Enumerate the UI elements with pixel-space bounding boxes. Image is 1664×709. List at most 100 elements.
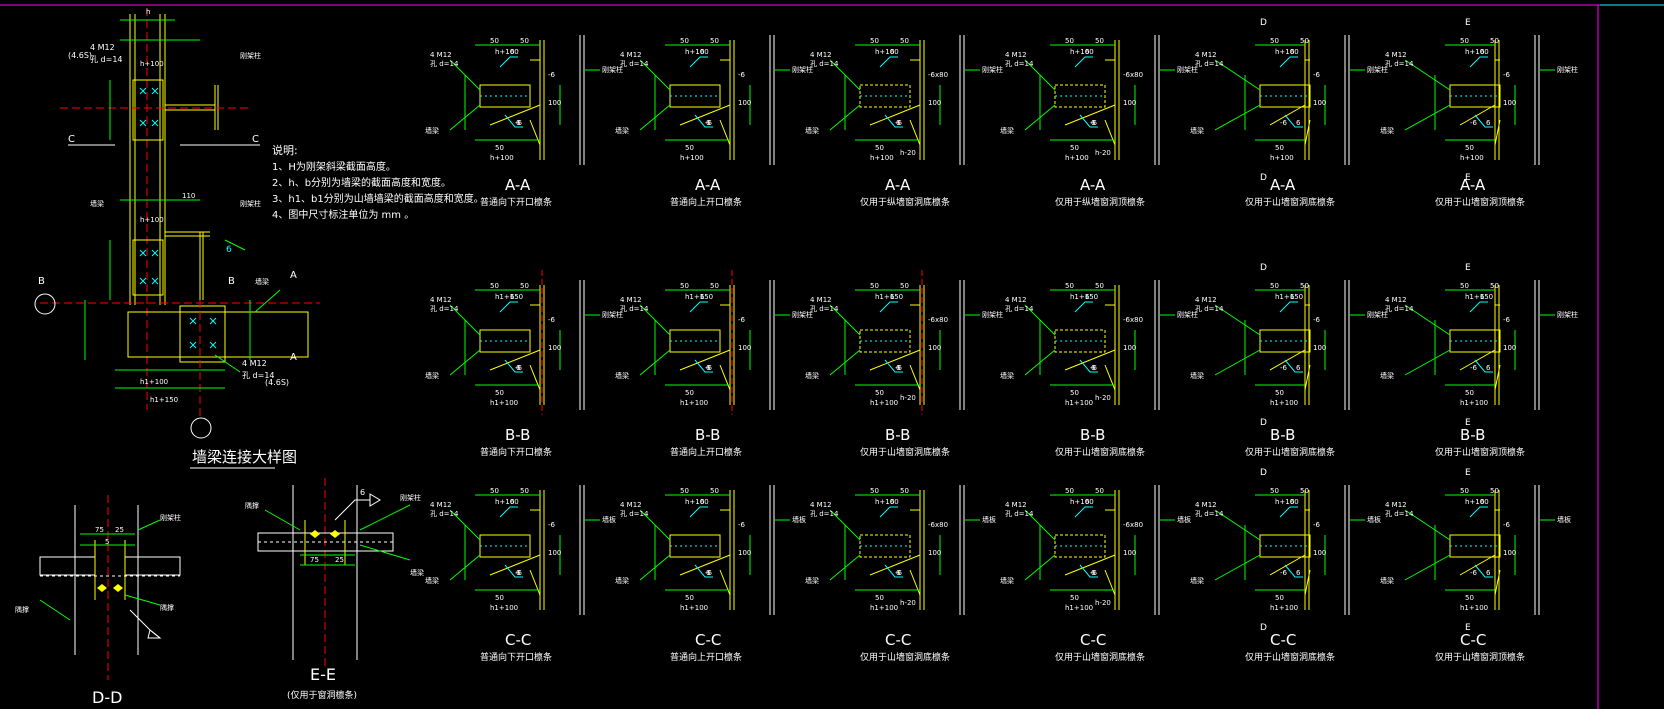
dim-100: 100 xyxy=(1503,344,1516,352)
plate-label: -6 xyxy=(1090,569,1098,577)
section-caption: 普通向上开口檩条 xyxy=(670,446,742,458)
member-label: 刚架柱 xyxy=(982,65,1003,74)
axis-d: D xyxy=(1260,623,1267,633)
ee-label-brace: 隅撑 xyxy=(245,501,259,510)
weld-label: 6 xyxy=(1296,364,1301,372)
plate-label: -6 xyxy=(1503,316,1511,324)
dim-h-minus-20: h-20 xyxy=(900,394,916,402)
ref-label-top: (4.6S) xyxy=(68,51,92,60)
weld-label: 6 xyxy=(510,48,515,56)
section-title-bb: B-B xyxy=(1270,426,1295,444)
section-title-dd: D-D xyxy=(92,688,122,707)
dim-100: 100 xyxy=(1313,99,1326,107)
dim-50: 50 xyxy=(875,594,884,602)
dim-h1-plus: h1+100 xyxy=(1065,604,1093,612)
section-title-bb: B-B xyxy=(505,426,530,444)
dim-h1-plus-150: h1+150 xyxy=(150,396,178,404)
dim-50: 50 xyxy=(1490,487,1499,495)
wallbeam-label: 墙梁 xyxy=(805,126,819,135)
dim-50: 50 xyxy=(1490,282,1499,290)
dim-100: 100 xyxy=(548,549,561,557)
plate-label: -6 xyxy=(1313,71,1321,79)
hole-label: 孔 d=14 xyxy=(810,510,839,518)
wallbeam-label: 墙梁 xyxy=(1190,371,1204,380)
dim-50: 50 xyxy=(490,37,499,45)
bolt-label: 4 M12 xyxy=(1005,296,1027,304)
plate-label: -6 xyxy=(515,569,523,577)
wallbeam-label: 墙梁 xyxy=(425,126,439,135)
section-caption: 仅用于山墙窗洞底檩条 xyxy=(1055,446,1145,458)
hole-label: 孔 d=14 xyxy=(620,305,649,313)
ee-dim-25: 25 xyxy=(335,556,344,564)
dd-dim-5: 5 xyxy=(105,538,109,546)
dim-50: 50 xyxy=(1490,37,1499,45)
section-dd-labels: 75 25 5 刚架柱 隅撑 隅撑 D-D xyxy=(15,513,181,707)
hole-label: 孔 d=14 xyxy=(810,305,839,313)
dim-h1-plus-100: h1+100 xyxy=(140,378,168,386)
section-ee-labels: 75 25 6 隅撑 刚架柱 墙梁 E-E (仅用于窗洞檩条) xyxy=(245,488,424,701)
dim-h-plus: h1+150 xyxy=(495,293,523,301)
plate-label: -6 xyxy=(548,71,556,79)
member-label: 刚架柱 xyxy=(1557,65,1578,74)
dim-110: 110 xyxy=(182,192,195,200)
plate-label: -6 xyxy=(1313,316,1321,324)
dim-h1-plus: h1+100 xyxy=(870,399,898,407)
plate-label: -6x80 xyxy=(928,521,948,529)
dim-50: 50 xyxy=(1270,37,1279,45)
section-caption: 普通向下开口檩条 xyxy=(480,651,552,663)
weld-label: 6 xyxy=(516,569,521,577)
notes-item-4: 4、图中尺寸标注单位为 mm 。 xyxy=(272,208,414,221)
dim-50: 50 xyxy=(1275,144,1284,152)
section-caption: 仅用于山墙窗洞底檩条 xyxy=(860,651,950,663)
dim-50: 50 xyxy=(1095,37,1104,45)
plate-label: -6 xyxy=(1470,119,1478,127)
dim-100: 100 xyxy=(928,99,941,107)
plate-label: -6 xyxy=(1280,569,1288,577)
axis-e: E xyxy=(1465,418,1471,428)
weld-label: 6 xyxy=(1486,119,1491,127)
weld-label: 6 xyxy=(516,119,521,127)
hole-label: 孔 d=14 xyxy=(810,60,839,68)
dim-50: 50 xyxy=(1095,282,1104,290)
hole-label-top: 孔 d=14 xyxy=(90,55,123,64)
dim-100: 100 xyxy=(1503,549,1516,557)
hole-label: 孔 d=14 xyxy=(620,510,649,518)
axis-e: E xyxy=(1465,623,1471,633)
dim-h1-plus: h1+100 xyxy=(1270,604,1298,612)
plate-label: -6 xyxy=(515,119,523,127)
section-title-ee: E-E xyxy=(310,665,336,684)
hole-label: 孔 d=14 xyxy=(1005,510,1034,518)
dim-50: 50 xyxy=(1300,37,1309,45)
dim-100: 100 xyxy=(928,549,941,557)
weld-label: 6 xyxy=(896,569,901,577)
member-label: 刚架柱 xyxy=(602,65,623,74)
section-title-aa: A-A xyxy=(885,176,911,194)
section-title-bb: B-B xyxy=(695,426,720,444)
section-title-cc: C-C xyxy=(505,631,531,649)
bolt-label-top: 4 M12 xyxy=(90,43,115,52)
section-title-aa: A-A xyxy=(1270,176,1296,194)
section-caption: 仅用于纵墙窗洞顶檩条 xyxy=(1055,196,1145,208)
plate-label: -6 xyxy=(1470,569,1478,577)
dim-h-plus: h1+150 xyxy=(1465,293,1493,301)
plate-label: -6 xyxy=(705,119,713,127)
hole-label-bottom: 孔 d=14 xyxy=(242,371,275,380)
dim-h-plus: h+100 xyxy=(1275,48,1299,56)
dim-50: 50 xyxy=(1465,144,1474,152)
dim-h-plus: h1+150 xyxy=(1070,293,1098,301)
dim-50: 50 xyxy=(1465,594,1474,602)
weld-label: 6 xyxy=(1091,569,1096,577)
section-mark-c-left: C xyxy=(68,134,75,145)
weld-label: 6 xyxy=(516,364,521,372)
weld-label: 6 xyxy=(706,569,711,577)
label-wallbeam: 墙梁 xyxy=(255,277,269,286)
main-elevation-detail xyxy=(34,8,320,439)
dim-h-minus-20: h-20 xyxy=(1095,149,1111,157)
dim-h1-plus: h1+100 xyxy=(1270,399,1298,407)
